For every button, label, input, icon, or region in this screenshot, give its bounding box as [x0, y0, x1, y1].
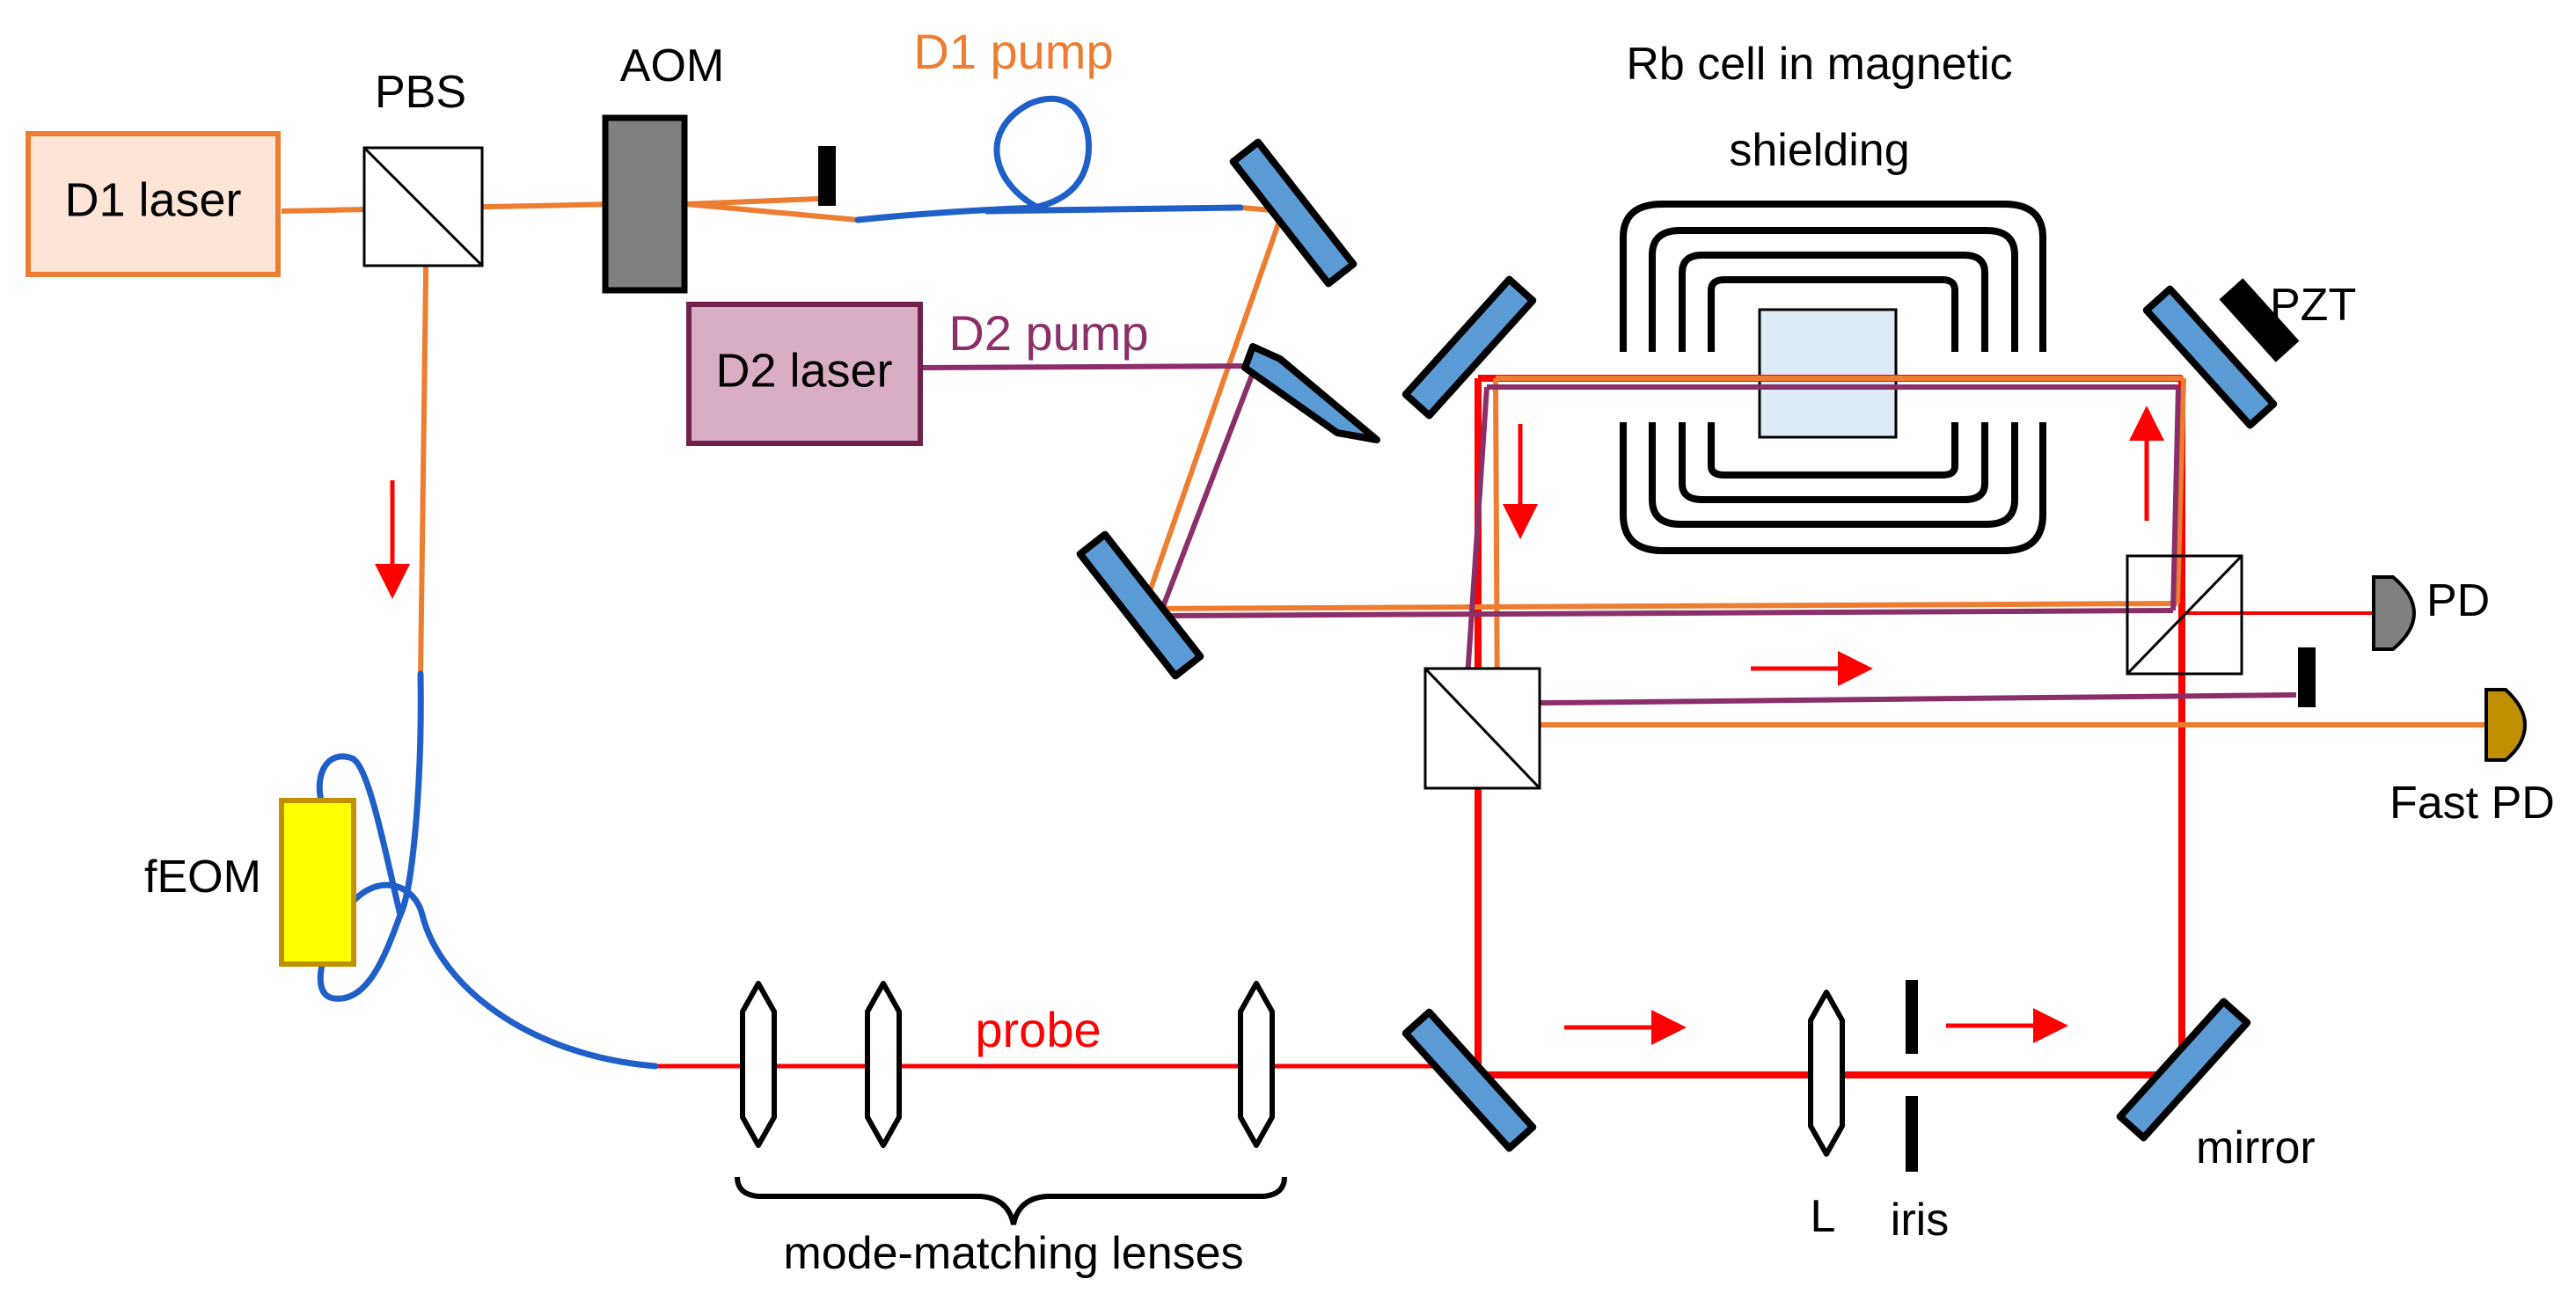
d2-pump-beam	[919, 363, 2297, 706]
d1-laser-label: D1 laser	[64, 173, 241, 226]
aom-block	[602, 114, 688, 294]
d1-laser-box	[26, 131, 281, 277]
direction-arrows	[375, 406, 2164, 1045]
d1-pump-beam	[281, 196, 2488, 727]
iris	[1906, 980, 1918, 1172]
lens-l-label: L	[1811, 1191, 1836, 1242]
mirror-upper-left	[1401, 275, 1537, 420]
lens-l	[1808, 990, 1845, 1157]
fast-pd-detector	[2485, 688, 2528, 762]
pd-detector	[2372, 575, 2417, 651]
rb-cell	[1758, 308, 1898, 439]
rb-cell-label-line1: Rb cell in magnetic	[1626, 39, 2012, 90]
mode-matching-lens-3	[1238, 981, 1275, 1148]
iris-label: iris	[1891, 1195, 1949, 1246]
mode-matching-label: mode-matching lenses	[783, 1228, 1243, 1279]
d2-laser-label: D2 laser	[715, 344, 892, 397]
d1-pump-label: D1 pump	[913, 24, 1113, 79]
probe-label: probe	[975, 1002, 1101, 1057]
lenses	[740, 981, 1845, 1157]
d2-laser-box	[686, 302, 923, 446]
mirror-upper-right-pzt	[2142, 285, 2278, 429]
mirror-d1-1	[1229, 138, 1358, 288]
beam-block-aom	[818, 146, 836, 206]
pd-label: PD	[2426, 575, 2490, 626]
mirror-lower-left	[1076, 530, 1204, 680]
pbs-output-lower	[1423, 667, 1541, 790]
mode-matching-lens-2	[865, 981, 902, 1148]
fiber-d1-pump	[854, 95, 1244, 223]
mirror-label: mirror	[2196, 1122, 2316, 1173]
d2-pump-label: D2 pump	[948, 305, 1148, 361]
feom-box	[279, 798, 356, 967]
rb-cell-label-line2: shielding	[1729, 125, 1909, 176]
feom-label: fEOM	[144, 851, 261, 903]
fiber-probe	[316, 670, 659, 1070]
pbs-output-right	[2126, 554, 2243, 676]
mirror-d2-dichroic	[1241, 343, 1380, 443]
aom-label: AOM	[620, 40, 724, 91]
pzt-block	[2219, 278, 2300, 362]
mode-matching-lens-1	[740, 981, 777, 1148]
fast-pd-label: Fast PD	[2389, 778, 2555, 829]
pbs-label: PBS	[375, 67, 466, 118]
magnetic-shielding	[1620, 201, 2046, 554]
mirror-probe-input	[1401, 1008, 1537, 1152]
mirrors	[1076, 138, 2278, 1152]
beam-block-d2	[2298, 647, 2316, 707]
mode-matching-brace	[735, 1176, 1287, 1225]
mirror-lower-right	[2116, 998, 2251, 1142]
pbs-input	[362, 146, 484, 267]
pzt-label: PZT	[2270, 280, 2356, 331]
